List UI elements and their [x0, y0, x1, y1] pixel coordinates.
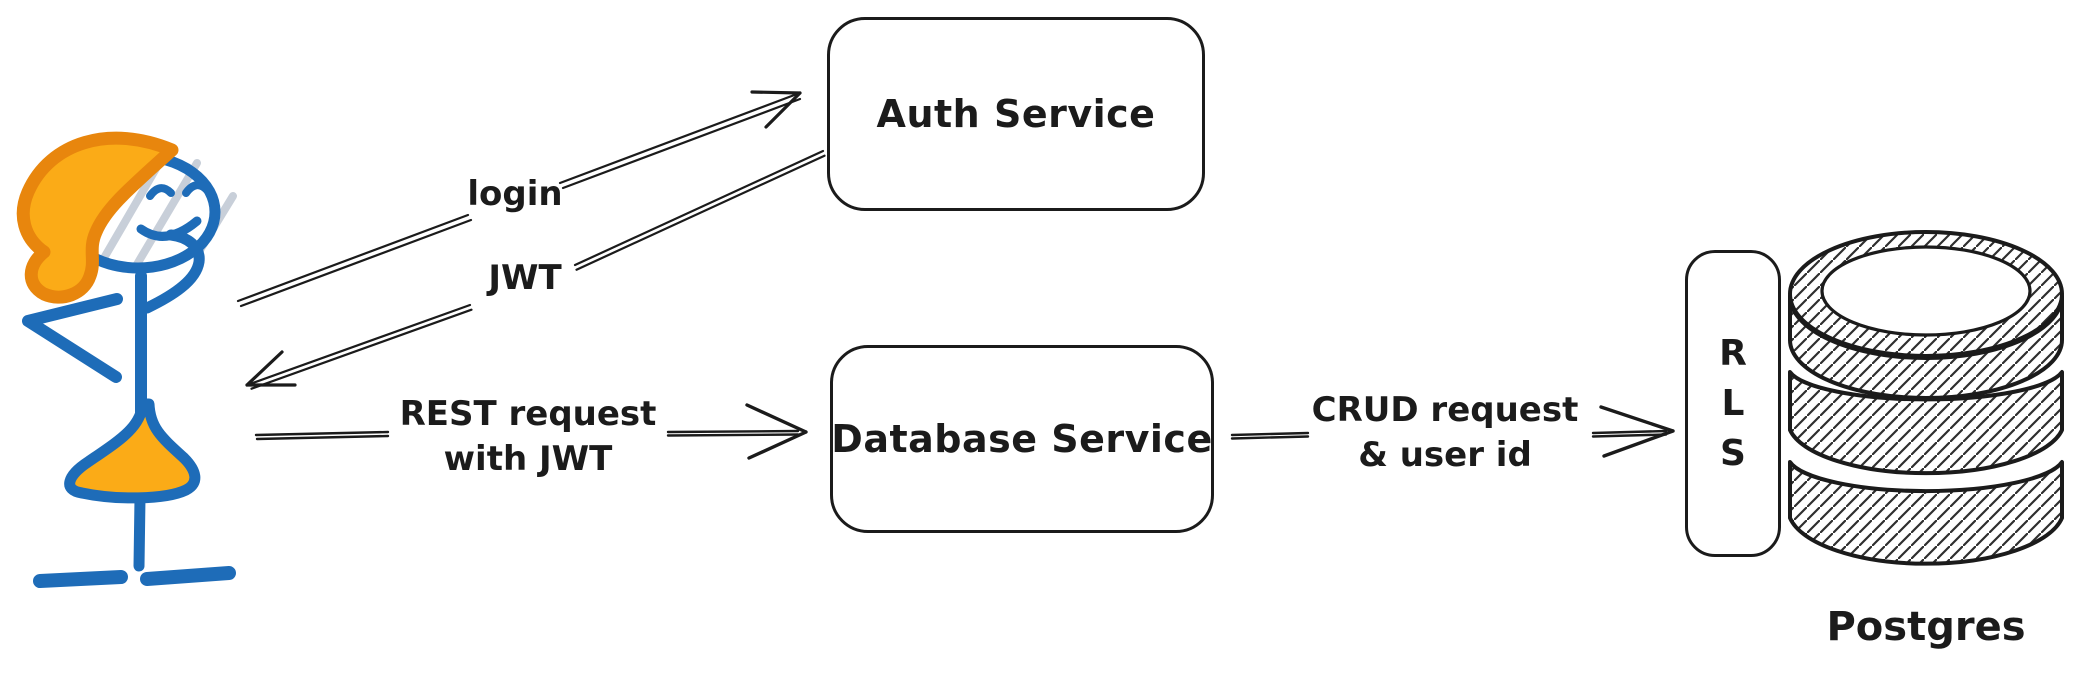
- arrow-login: [236, 90, 802, 308]
- arrow-label-login: login: [467, 174, 563, 214]
- user-eye-right: [182, 181, 211, 197]
- arrowhead-rest: [745, 403, 808, 460]
- arrowhead-login: [750, 90, 802, 129]
- rls-letter-r: R: [1719, 332, 1747, 374]
- user-arm-left: [22, 293, 123, 383]
- rls-letter-s: S: [1720, 432, 1746, 474]
- arrowhead-jwt: [245, 350, 297, 387]
- user-arm-right: [141, 229, 205, 314]
- auth-service-label: Auth Service: [876, 92, 1156, 136]
- cylinder-band-bottom: [1788, 460, 2064, 566]
- user-leg: [133, 492, 146, 572]
- user-dress: [64, 398, 201, 504]
- database-service-label: Database Service: [831, 417, 1213, 461]
- arrows: [236, 90, 1675, 460]
- arrowhead-crud: [1599, 405, 1675, 458]
- rls-letter-l: L: [1721, 382, 1745, 424]
- node-auth-service: Auth Service: [827, 17, 1205, 211]
- arrow-rest: [254, 403, 808, 460]
- stick-figure-user-icon: [16, 131, 237, 588]
- user-foot-right: [140, 566, 236, 586]
- node-rls: R L S: [1685, 250, 1781, 557]
- arrow-crud: [1230, 405, 1675, 458]
- user-foot-left: [33, 570, 128, 588]
- cylinder-top-inner: [1820, 245, 2032, 337]
- user-hair: [16, 131, 179, 304]
- node-database-service: Database Service: [830, 345, 1214, 533]
- arrow-label-rest-request: REST request with JWT: [399, 394, 657, 479]
- cylinder-band-middle: [1788, 370, 2064, 476]
- database-cylinder-icon: [1788, 230, 2064, 566]
- arrow-jwt: [245, 149, 826, 390]
- arrow-label-jwt: JWT: [488, 258, 562, 298]
- postgres-label: Postgres: [1826, 604, 2026, 650]
- user-eye-left: [146, 184, 175, 200]
- arrow-label-crud-request: CRUD request & user id: [1311, 390, 1579, 475]
